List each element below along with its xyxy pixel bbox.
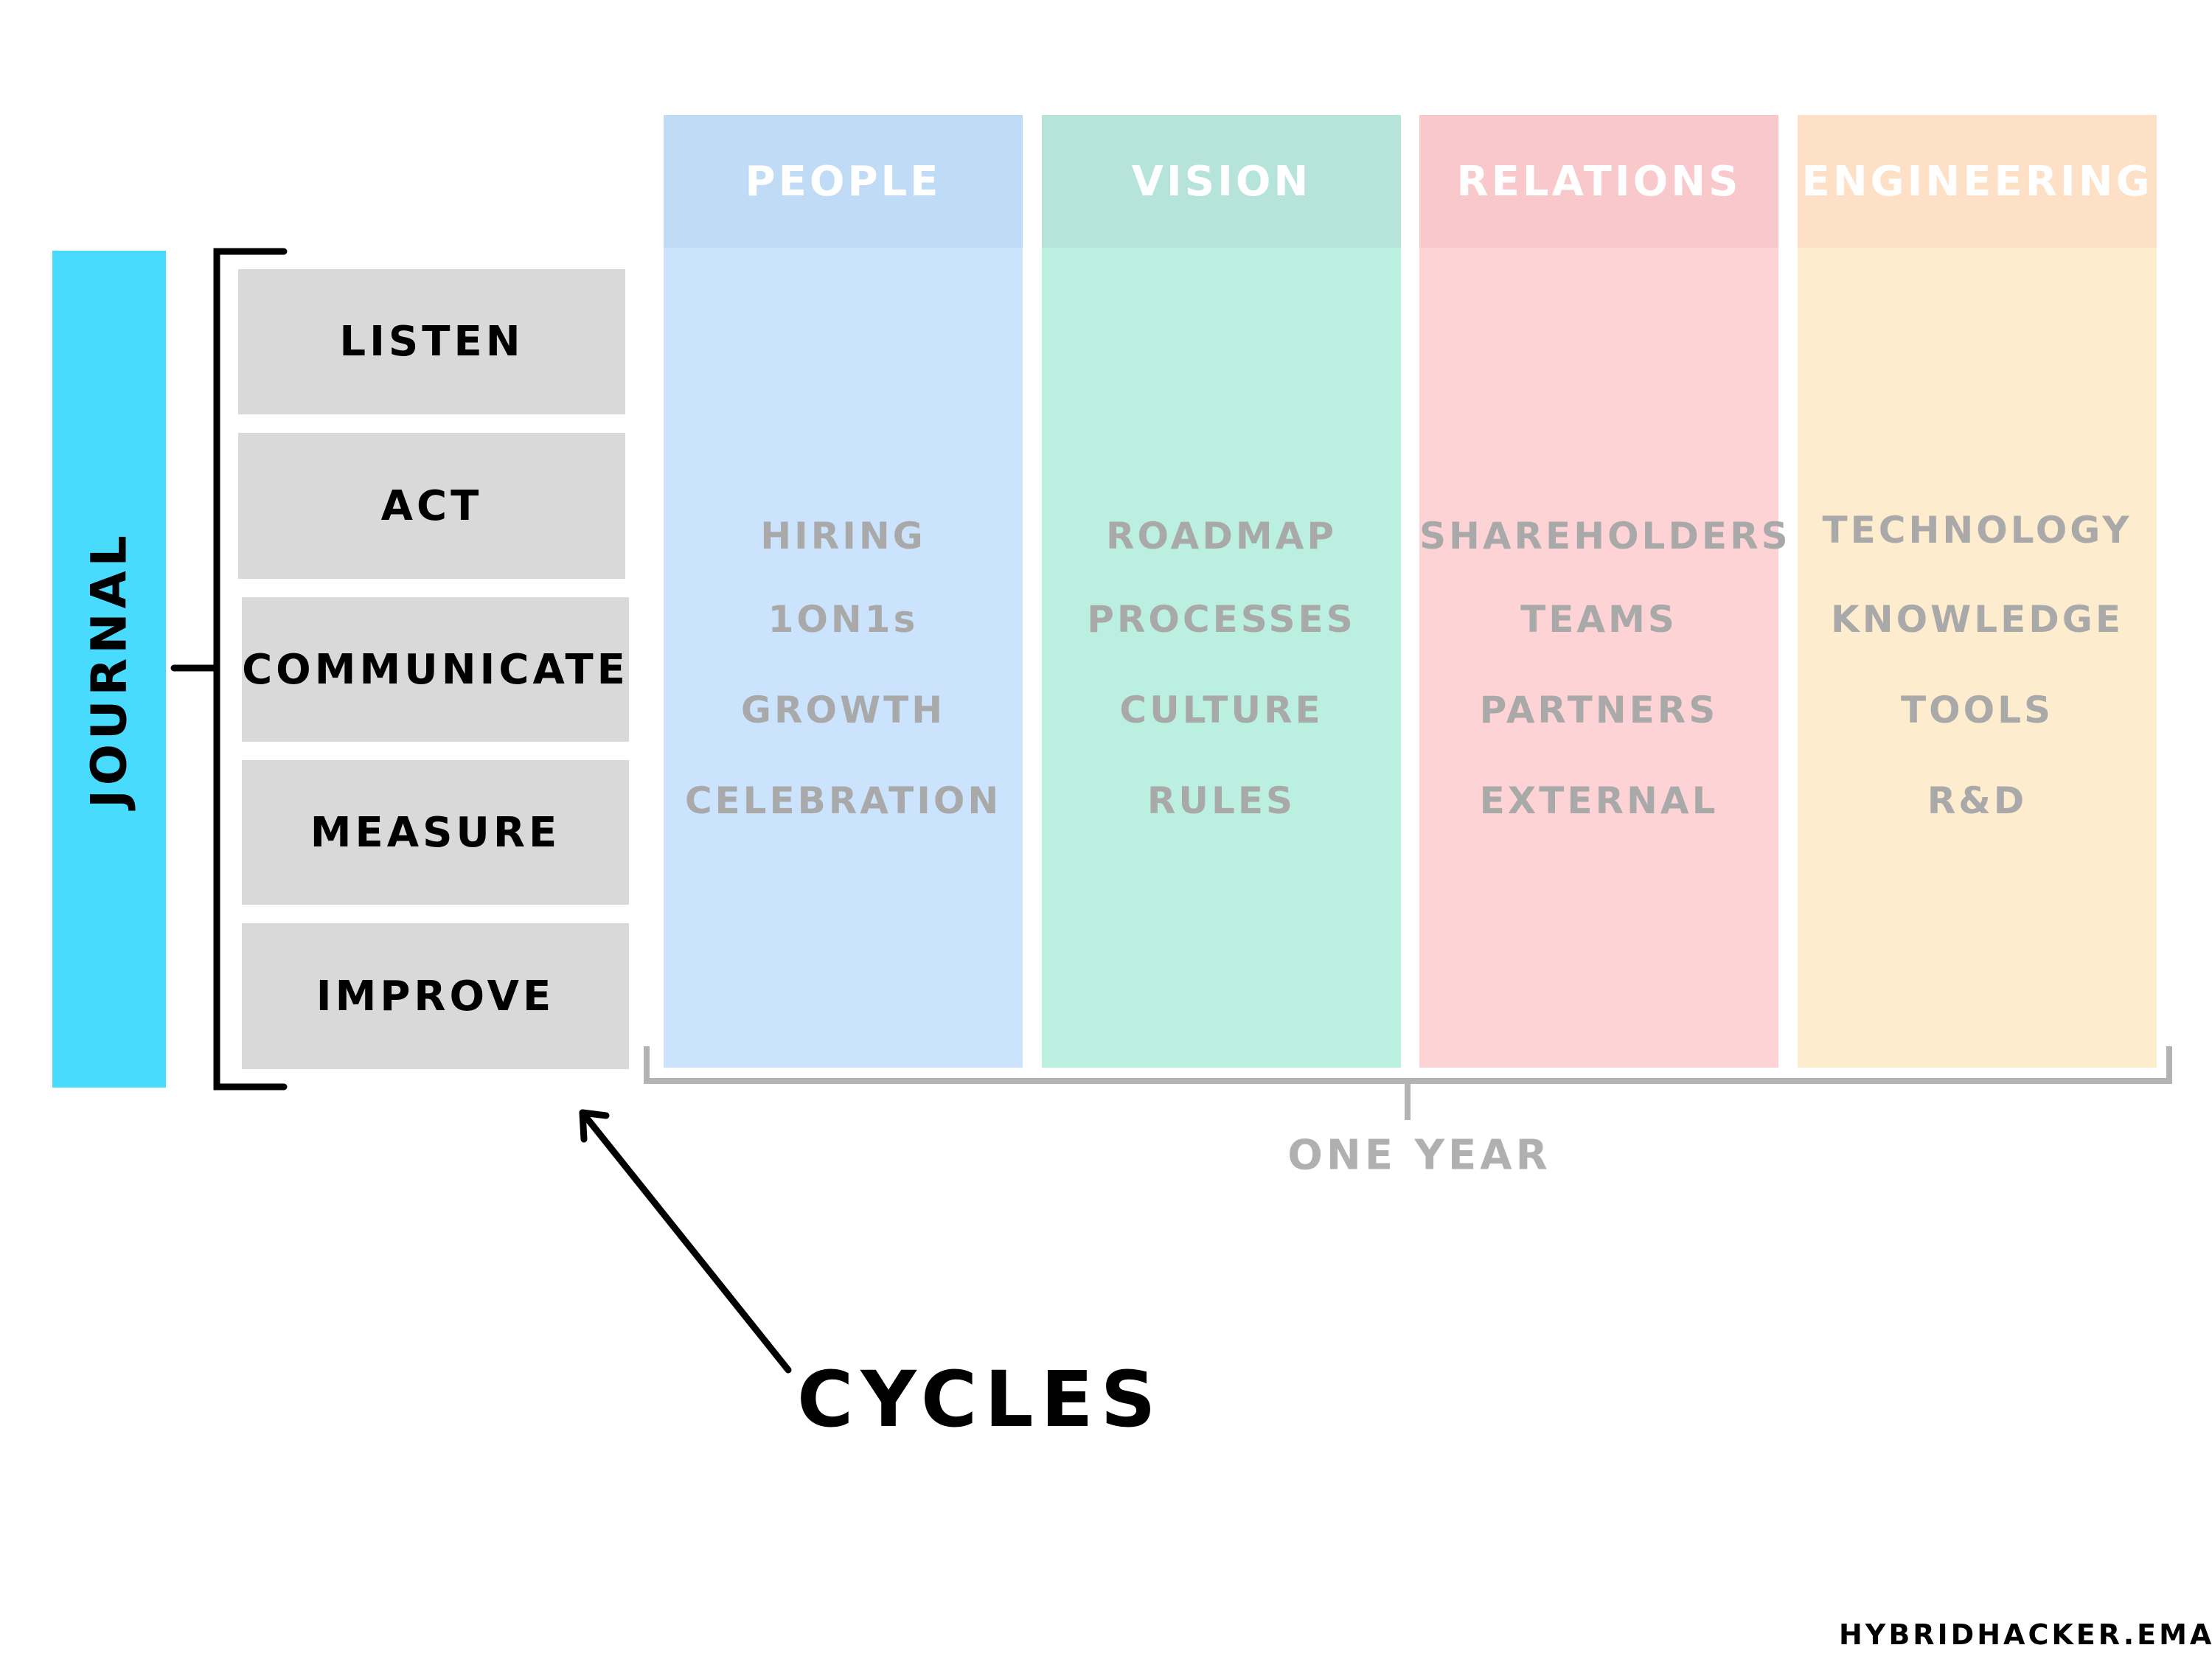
column-header: RELATIONS bbox=[1419, 115, 1778, 248]
column-item: CELEBRATION bbox=[684, 779, 1002, 822]
column-item: TECHNOLOGY bbox=[1822, 509, 2132, 552]
column-item: RULES bbox=[1147, 779, 1296, 822]
column-item: HIRING bbox=[760, 515, 926, 557]
column-item: PROCESSES bbox=[1087, 598, 1356, 641]
step-measure: MEASURE bbox=[242, 760, 629, 905]
column-vision: VISION ROADMAP PROCESSES CULTURE RULES bbox=[1042, 115, 1401, 1068]
step-communicate: COMMUNICATE bbox=[242, 597, 629, 742]
column-item: PARTNERS bbox=[1479, 689, 1719, 731]
column-item: GROWTH bbox=[740, 689, 946, 731]
step-listen: LISTEN bbox=[238, 269, 625, 414]
column-item: ROADMAP bbox=[1106, 515, 1337, 557]
column-item: 1ON1s bbox=[768, 598, 919, 641]
column-relations: RELATIONS SHAREHOLDERS TEAMS PARTNERS EXTERN… bbox=[1419, 115, 1791, 1068]
arrow-icon bbox=[579, 1109, 792, 1374]
column-item: KNOWLEDGE bbox=[1831, 598, 2124, 641]
column-item: SHAREHOLDERS bbox=[1419, 515, 1791, 557]
column-item: R&D bbox=[1927, 779, 2028, 822]
column-item: TOOLS bbox=[1901, 689, 2053, 731]
step-act: ACT bbox=[238, 433, 625, 579]
column-header: PEOPLE bbox=[664, 115, 1023, 248]
column-item: EXTERNAL bbox=[1479, 779, 1719, 822]
cycle-bracket bbox=[170, 248, 288, 1091]
footer-brand: HYBRIDHACKER.EMAIL bbox=[1839, 1618, 2212, 1651]
one-year-label: ONE YEAR bbox=[1287, 1131, 1551, 1180]
column-header: VISION bbox=[1042, 115, 1401, 248]
column-header: ENGINEERING bbox=[1798, 115, 2157, 248]
column-item: TEAMS bbox=[1520, 598, 1677, 641]
step-improve: IMPROVE bbox=[242, 923, 629, 1069]
one-year-bracket bbox=[644, 1046, 2172, 1120]
cycles-label: CYCLES bbox=[797, 1354, 1164, 1444]
column-item: CULTURE bbox=[1119, 689, 1324, 731]
journal-bar: JOURNAL bbox=[52, 251, 166, 1088]
column-engineering: ENGINEERING TECHNOLOGY KNOWLEDGE TOOLS R&D bbox=[1798, 115, 2157, 1068]
